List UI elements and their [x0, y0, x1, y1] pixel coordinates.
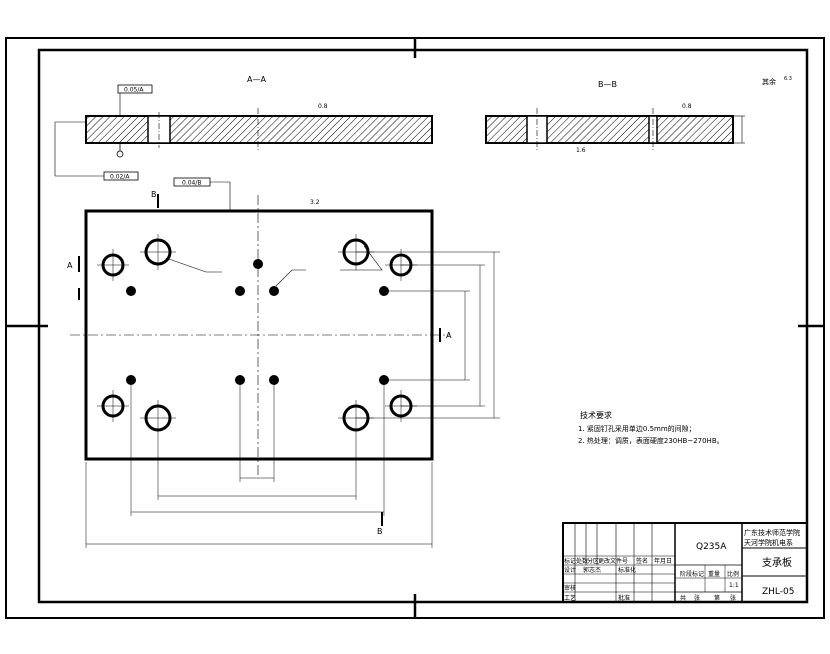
tb-material: Q235A [696, 542, 727, 552]
other-roughness-value: 6.3 [784, 76, 792, 82]
tb-designer: 郭志杰 [583, 566, 601, 574]
leader-lines [165, 245, 383, 287]
tb-design-label: 设计 [564, 566, 576, 574]
medium-holes [101, 253, 413, 418]
flatness-value: 0.05/A [124, 87, 144, 94]
section-aa-view [54, 89, 433, 177]
ra-aa-mark: 0.8 [318, 103, 328, 110]
tb-process-label: 工艺 [564, 594, 576, 602]
tb-school-1: 广东技术师范学院 [744, 528, 800, 537]
tb-h-sign: 签名 [636, 557, 648, 565]
tb-ratio-label: 比例 [727, 570, 739, 578]
tb-drawing-no: ZHL-05 [762, 587, 795, 597]
parallel-value: 0.02/A [110, 174, 130, 181]
section-a-left: A [67, 261, 73, 270]
section-markers [78, 194, 441, 526]
tb-part-name: 支承板 [762, 556, 792, 569]
hole-centerlines [97, 234, 417, 500]
ra-bb-side-mark: 1.6 [576, 147, 586, 154]
tb-approve-label: 批准 [618, 594, 630, 602]
section-b-bottom: B [377, 527, 383, 536]
flatness-frame: 0.05/A [117, 84, 153, 94]
section-aa-label: A—A [247, 75, 266, 84]
tb-h-mark: 标记 [564, 557, 576, 565]
tb-stage-label: 阶段标记 [680, 570, 704, 578]
tb-weight-label: 重量 [708, 570, 720, 578]
section-bb-view [485, 108, 745, 150]
centering-marks [6, 38, 824, 618]
tb-ratio: 1:1 [729, 582, 739, 589]
tb-review-label: 审核 [564, 584, 576, 592]
tb-school-2: 天河学院机电系 [744, 538, 793, 547]
title-block: 标记 处数 分区 更改文件号 签名 年月日 设计 郭志杰 标准化 审核 工艺 批… [562, 522, 808, 603]
tech-req-heading: 技术要求 [580, 410, 612, 420]
small-holes [126, 259, 389, 385]
tech-req-line1: 1. 紧固钉孔采用单边0.5mm的间隙； [578, 424, 696, 433]
dimension-lines [85, 251, 500, 548]
tb-sheet-unit2: 张 [730, 594, 736, 602]
tb-h-zone: 分区 [587, 557, 599, 565]
section-b-top: B [151, 190, 157, 199]
section-a-right: A [446, 331, 452, 340]
plan-view [70, 195, 450, 475]
tb-standard-label: 标准化 [618, 566, 636, 574]
perp-value: 0.04/B [182, 180, 202, 187]
tb-sheet-unit1: 张 [694, 594, 700, 602]
perpendicularity-frame: 0.04/B [173, 177, 231, 211]
section-bb-label: B—B [598, 80, 617, 89]
tb-sheet-no: 第 [714, 594, 720, 602]
tb-h-count: 处数 [576, 557, 588, 565]
tb-h-date: 年月日 [654, 557, 672, 565]
parallel-frame: 0.02/A [103, 171, 139, 181]
other-roughness-label: 其余 [762, 77, 776, 86]
ra-plan-mark: 3.2 [310, 199, 320, 206]
tb-h-file: 更改文件号 [598, 557, 628, 565]
ra-bb-mark: 0.8 [682, 103, 692, 110]
tb-sheet-total: 共 [680, 594, 686, 602]
tech-req-line2: 2. 热处理：调质，表面硬度230HB~270HB。 [578, 436, 724, 445]
